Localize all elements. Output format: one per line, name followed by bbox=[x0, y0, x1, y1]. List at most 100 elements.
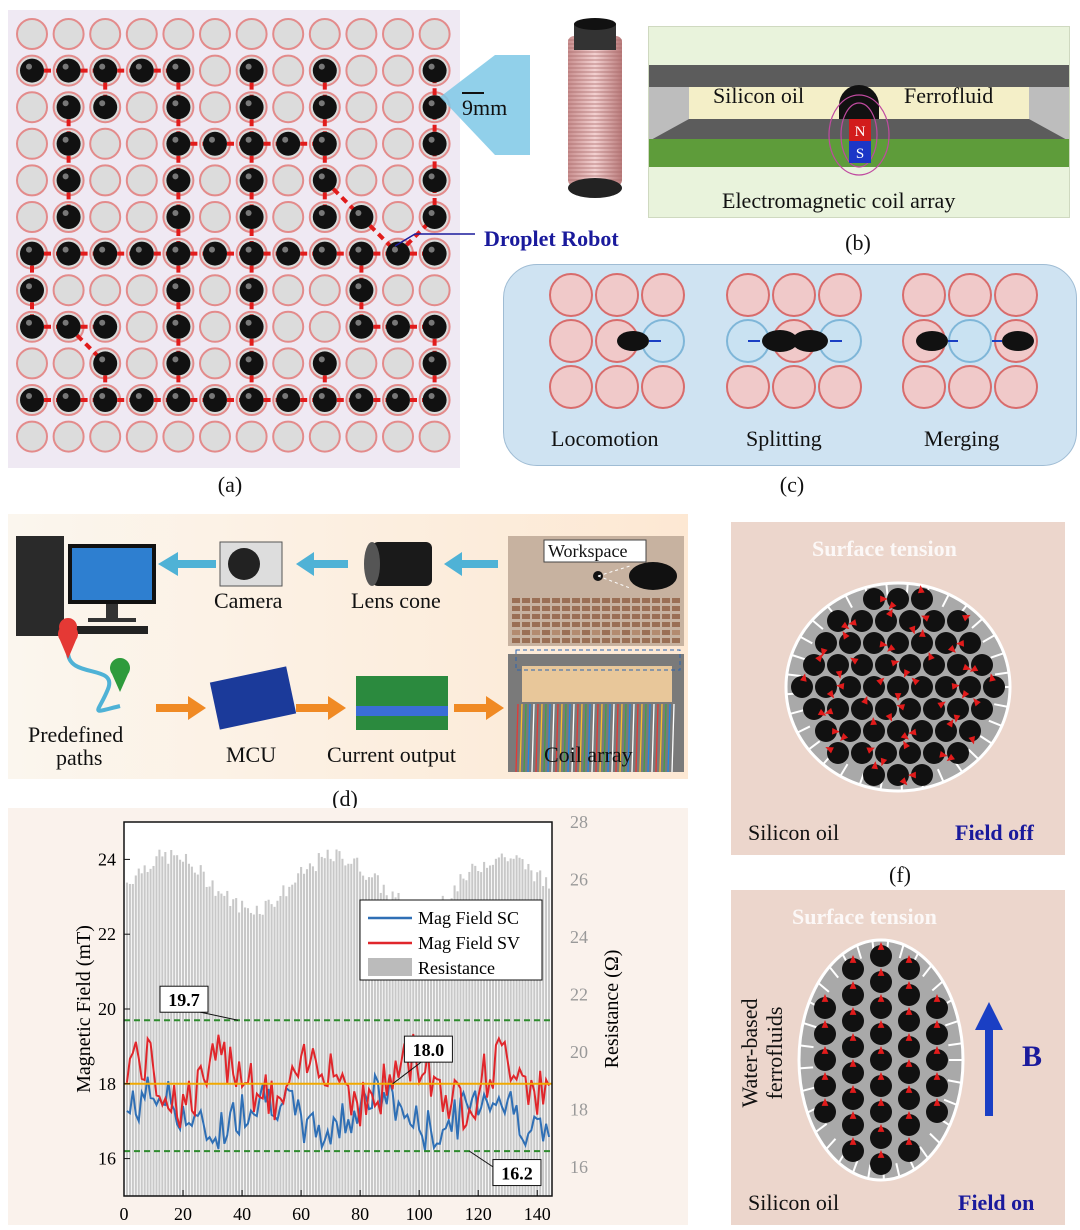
legend-entry: Mag Field SV bbox=[418, 933, 520, 953]
resistance-bar bbox=[300, 867, 302, 1196]
resistance-bar bbox=[144, 865, 146, 1196]
resistance-bar bbox=[185, 854, 187, 1196]
coil-array-label-d: Coil array bbox=[544, 742, 633, 768]
y-tick-label: 18 bbox=[98, 1074, 116, 1094]
resistance-bar bbox=[203, 872, 205, 1196]
droplet-robot-label: Droplet Robot bbox=[484, 226, 619, 252]
resistance-bar bbox=[135, 875, 137, 1196]
y2-tick-label: 24 bbox=[570, 927, 588, 947]
annotation-label: 18.0 bbox=[413, 1040, 445, 1060]
resistance-bar bbox=[164, 852, 166, 1196]
y2-tick-label: 20 bbox=[570, 1042, 588, 1062]
current-output-label: Current output bbox=[327, 742, 456, 768]
resistance-bar bbox=[253, 915, 255, 1196]
resistance-bar bbox=[244, 907, 246, 1196]
resistance-bar bbox=[173, 855, 175, 1196]
resistance-bar bbox=[191, 867, 193, 1196]
resistance-bar bbox=[545, 877, 547, 1196]
field-b-label: B bbox=[1022, 1040, 1042, 1074]
x-tick-label: 40 bbox=[233, 1204, 251, 1224]
caption-b: (b) bbox=[828, 230, 888, 256]
annotation-label: 19.7 bbox=[168, 990, 200, 1010]
silicon-oil-f: Silicon oil bbox=[748, 820, 839, 846]
y2-tick-label: 18 bbox=[570, 1100, 588, 1120]
surface-tension-f: Surface tension bbox=[812, 536, 957, 562]
scale-label: 9mm bbox=[462, 95, 507, 121]
x-tick-label: 100 bbox=[406, 1204, 433, 1224]
x-tick-label: 60 bbox=[292, 1204, 310, 1224]
resistance-bar bbox=[294, 883, 296, 1196]
camera-label: Camera bbox=[214, 588, 282, 614]
coil-illustration bbox=[560, 18, 630, 203]
resistance-bar bbox=[200, 865, 202, 1196]
workspace-label: Workspace bbox=[548, 541, 628, 562]
resistance-bar bbox=[212, 880, 214, 1196]
resistance-bar bbox=[176, 855, 178, 1196]
resistance-bar bbox=[318, 853, 320, 1196]
resistance-bar bbox=[288, 887, 290, 1196]
resistance-bar bbox=[209, 887, 211, 1196]
resistance-bar bbox=[126, 883, 128, 1196]
x-tick-label: 80 bbox=[351, 1204, 369, 1224]
caption-a: (a) bbox=[200, 472, 260, 498]
silicon-oil-g: Silicon oil bbox=[748, 1190, 839, 1216]
resistance-bar bbox=[150, 869, 152, 1196]
resistance-bar bbox=[324, 858, 326, 1196]
resistance-bar bbox=[273, 907, 275, 1196]
x-tick-label: 0 bbox=[120, 1204, 129, 1224]
y-tick-label: 16 bbox=[98, 1149, 116, 1169]
resistance-bar bbox=[330, 859, 332, 1196]
resistance-bar bbox=[197, 875, 199, 1196]
coil-array-label-b: Electromagnetic coil array bbox=[722, 188, 955, 214]
coil-grid bbox=[8, 10, 460, 468]
resistance-bar bbox=[338, 851, 340, 1196]
resistance-bar bbox=[188, 864, 190, 1196]
resistance-bar bbox=[167, 864, 169, 1196]
magnet-n-label: N bbox=[855, 124, 866, 140]
resistance-bar bbox=[344, 865, 346, 1196]
resistance-bar bbox=[161, 856, 163, 1196]
y2-tick-label: 16 bbox=[570, 1157, 588, 1177]
resistance-bar bbox=[182, 862, 184, 1196]
mcu-label: MCU bbox=[226, 742, 276, 768]
resistance-bar bbox=[327, 850, 329, 1196]
resistance-bar bbox=[129, 884, 131, 1196]
y-tick-label: 20 bbox=[98, 999, 116, 1019]
ferrofluids-label: ferrofluids bbox=[762, 993, 788, 1113]
resistance-bar bbox=[247, 908, 249, 1196]
resistance-bar bbox=[548, 889, 550, 1196]
y-tick-label: 24 bbox=[98, 849, 116, 869]
resistance-bar bbox=[259, 914, 261, 1196]
resistance-bar bbox=[347, 864, 349, 1196]
locomotion-label: Locomotion bbox=[551, 426, 659, 452]
resistance-bar bbox=[303, 874, 305, 1196]
resistance-bar bbox=[297, 873, 299, 1196]
resistance-bar bbox=[309, 863, 311, 1196]
robot-pointer bbox=[395, 228, 475, 248]
resistance-bar bbox=[152, 866, 154, 1196]
silicon-oil-label-b: Silicon oil bbox=[713, 83, 804, 109]
caption-f: (f) bbox=[870, 862, 930, 888]
resistance-bar bbox=[179, 860, 181, 1196]
resistance-bar bbox=[312, 866, 314, 1196]
splitting-label: Splitting bbox=[746, 426, 822, 452]
y2-axis-label: Resistance (Ω) bbox=[601, 950, 623, 1069]
x-tick-label: 20 bbox=[174, 1204, 192, 1224]
resistance-bar bbox=[282, 885, 284, 1196]
resistance-bar bbox=[353, 858, 355, 1196]
y2-tick-label: 22 bbox=[570, 985, 588, 1005]
ferrofluid-label-b: Ferrofluid bbox=[904, 83, 993, 109]
caption-c: (c) bbox=[762, 472, 822, 498]
resistance-bar bbox=[335, 850, 337, 1196]
resistance-bar bbox=[356, 858, 358, 1196]
y2-tick-label: 26 bbox=[570, 870, 588, 890]
panel-f bbox=[731, 522, 1065, 855]
resistance-bar bbox=[170, 850, 172, 1196]
resistance-bar bbox=[271, 904, 273, 1196]
resistance-bar bbox=[291, 885, 293, 1196]
merging-label: Merging bbox=[924, 426, 999, 452]
resistance-bar bbox=[350, 864, 352, 1196]
field-on-label: Field on bbox=[958, 1190, 1034, 1216]
resistance-bar bbox=[333, 861, 335, 1196]
